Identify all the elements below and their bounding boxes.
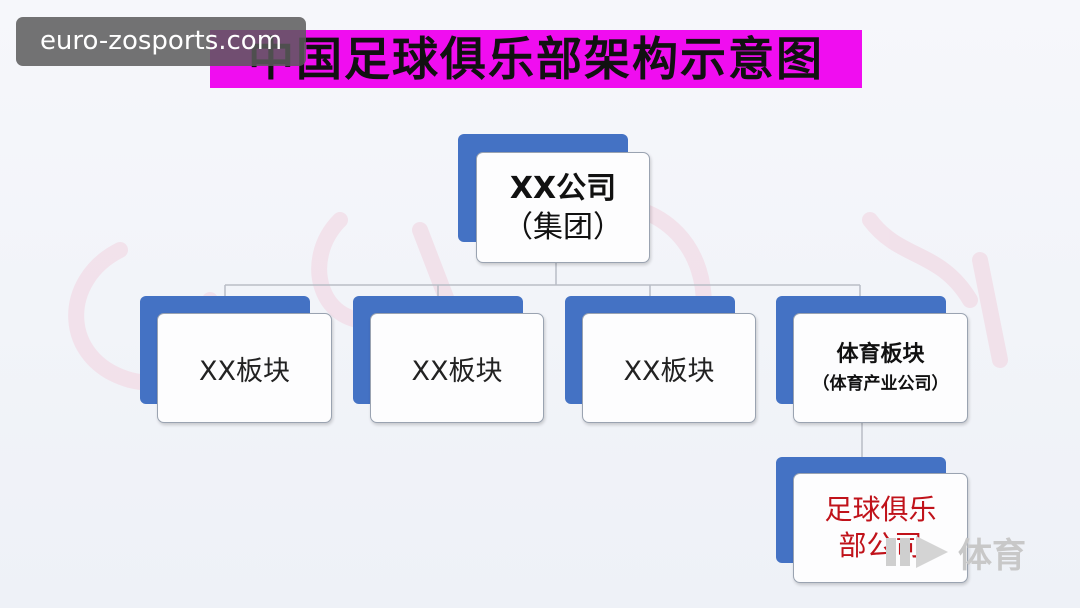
title-highlight xyxy=(210,30,862,88)
root-node-subtitle: （集团） xyxy=(503,209,623,245)
corner-watermark-text: 体育 xyxy=(958,535,1026,576)
division-label: XX板块 xyxy=(623,355,715,387)
root-node: XX公司 （集团） xyxy=(476,152,650,263)
division-node: XX板块 xyxy=(157,313,332,423)
sports-division-label: 体育板块 xyxy=(836,341,925,367)
corner-watermark: 体育 xyxy=(884,526,1054,578)
root-node-title: XX公司 xyxy=(509,170,617,206)
sports-division-node: 体育板块 （体育产业公司） xyxy=(793,313,968,423)
division-label: XX板块 xyxy=(199,355,290,387)
page-title: 中国足球俱乐部架构示意图 xyxy=(248,32,824,86)
sports-division-sublabel: （体育产业公司） xyxy=(812,373,949,394)
division-node: XX板块 xyxy=(582,313,756,423)
site-badge xyxy=(16,17,306,66)
play-logo-icon xyxy=(886,536,948,568)
division-node: XX板块 xyxy=(370,313,544,423)
site-badge-text: euro-zosports.com xyxy=(39,26,283,56)
club-label-line1: 足球俱乐 xyxy=(824,492,937,526)
division-label: XX板块 xyxy=(411,355,503,387)
